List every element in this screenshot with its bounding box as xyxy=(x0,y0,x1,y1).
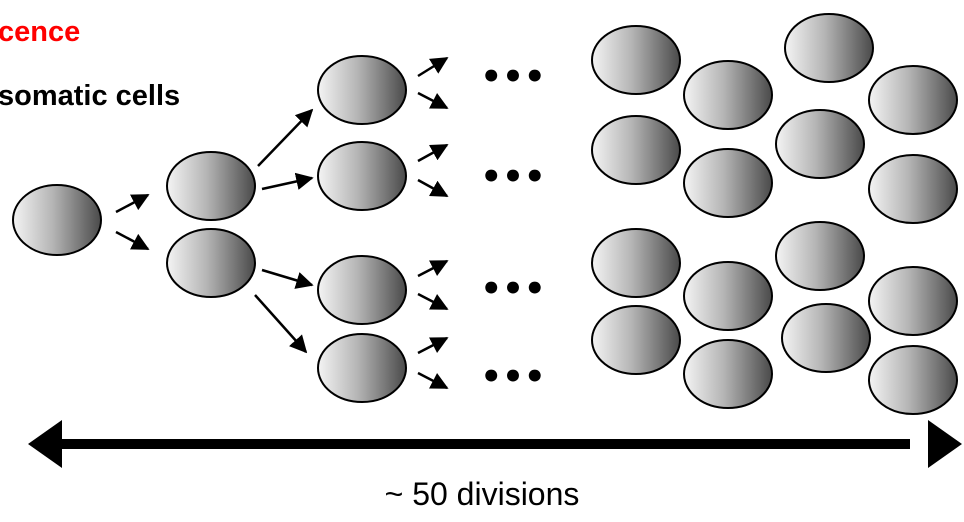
arrow-gen1-to-cell2 xyxy=(261,172,314,191)
title-somatic-cells: somatic cells xyxy=(0,80,181,112)
cell-gen1-bottom xyxy=(166,228,256,298)
cell-gen0 xyxy=(12,184,102,256)
timeline-double-arrow xyxy=(28,420,962,468)
cell-gen2-1 xyxy=(317,55,407,125)
ellipsis-row2: ••• xyxy=(480,157,545,197)
arrow-gen0-down xyxy=(115,230,150,251)
cell-gen2-4 xyxy=(317,333,407,403)
arrow-pair-row4 xyxy=(417,336,449,390)
arrow-gen0-up xyxy=(115,193,150,214)
cell-gen2-2 xyxy=(317,141,407,211)
arrow-pair-row2 xyxy=(417,143,449,198)
cell-cluster-top xyxy=(591,13,958,224)
ellipsis-row1: ••• xyxy=(480,57,545,97)
title-red-fragment: cence xyxy=(0,16,81,48)
cell-gen1-top xyxy=(166,151,256,221)
cell-cluster-bottom xyxy=(591,221,958,415)
cell-gen2-3 xyxy=(317,255,407,325)
arrow-gen1-to-cell3 xyxy=(261,268,314,289)
divisions-caption: ~ 50 divisions xyxy=(384,476,580,512)
ellipsis-row3: ••• xyxy=(480,269,545,309)
arrow-gen1-to-cell1 xyxy=(257,108,314,167)
ellipsis-row4: ••• xyxy=(480,357,545,397)
arrow-pair-row3 xyxy=(417,259,449,311)
arrow-pair-row1 xyxy=(417,56,449,110)
arrow-gen1-to-cell4 xyxy=(254,294,308,354)
